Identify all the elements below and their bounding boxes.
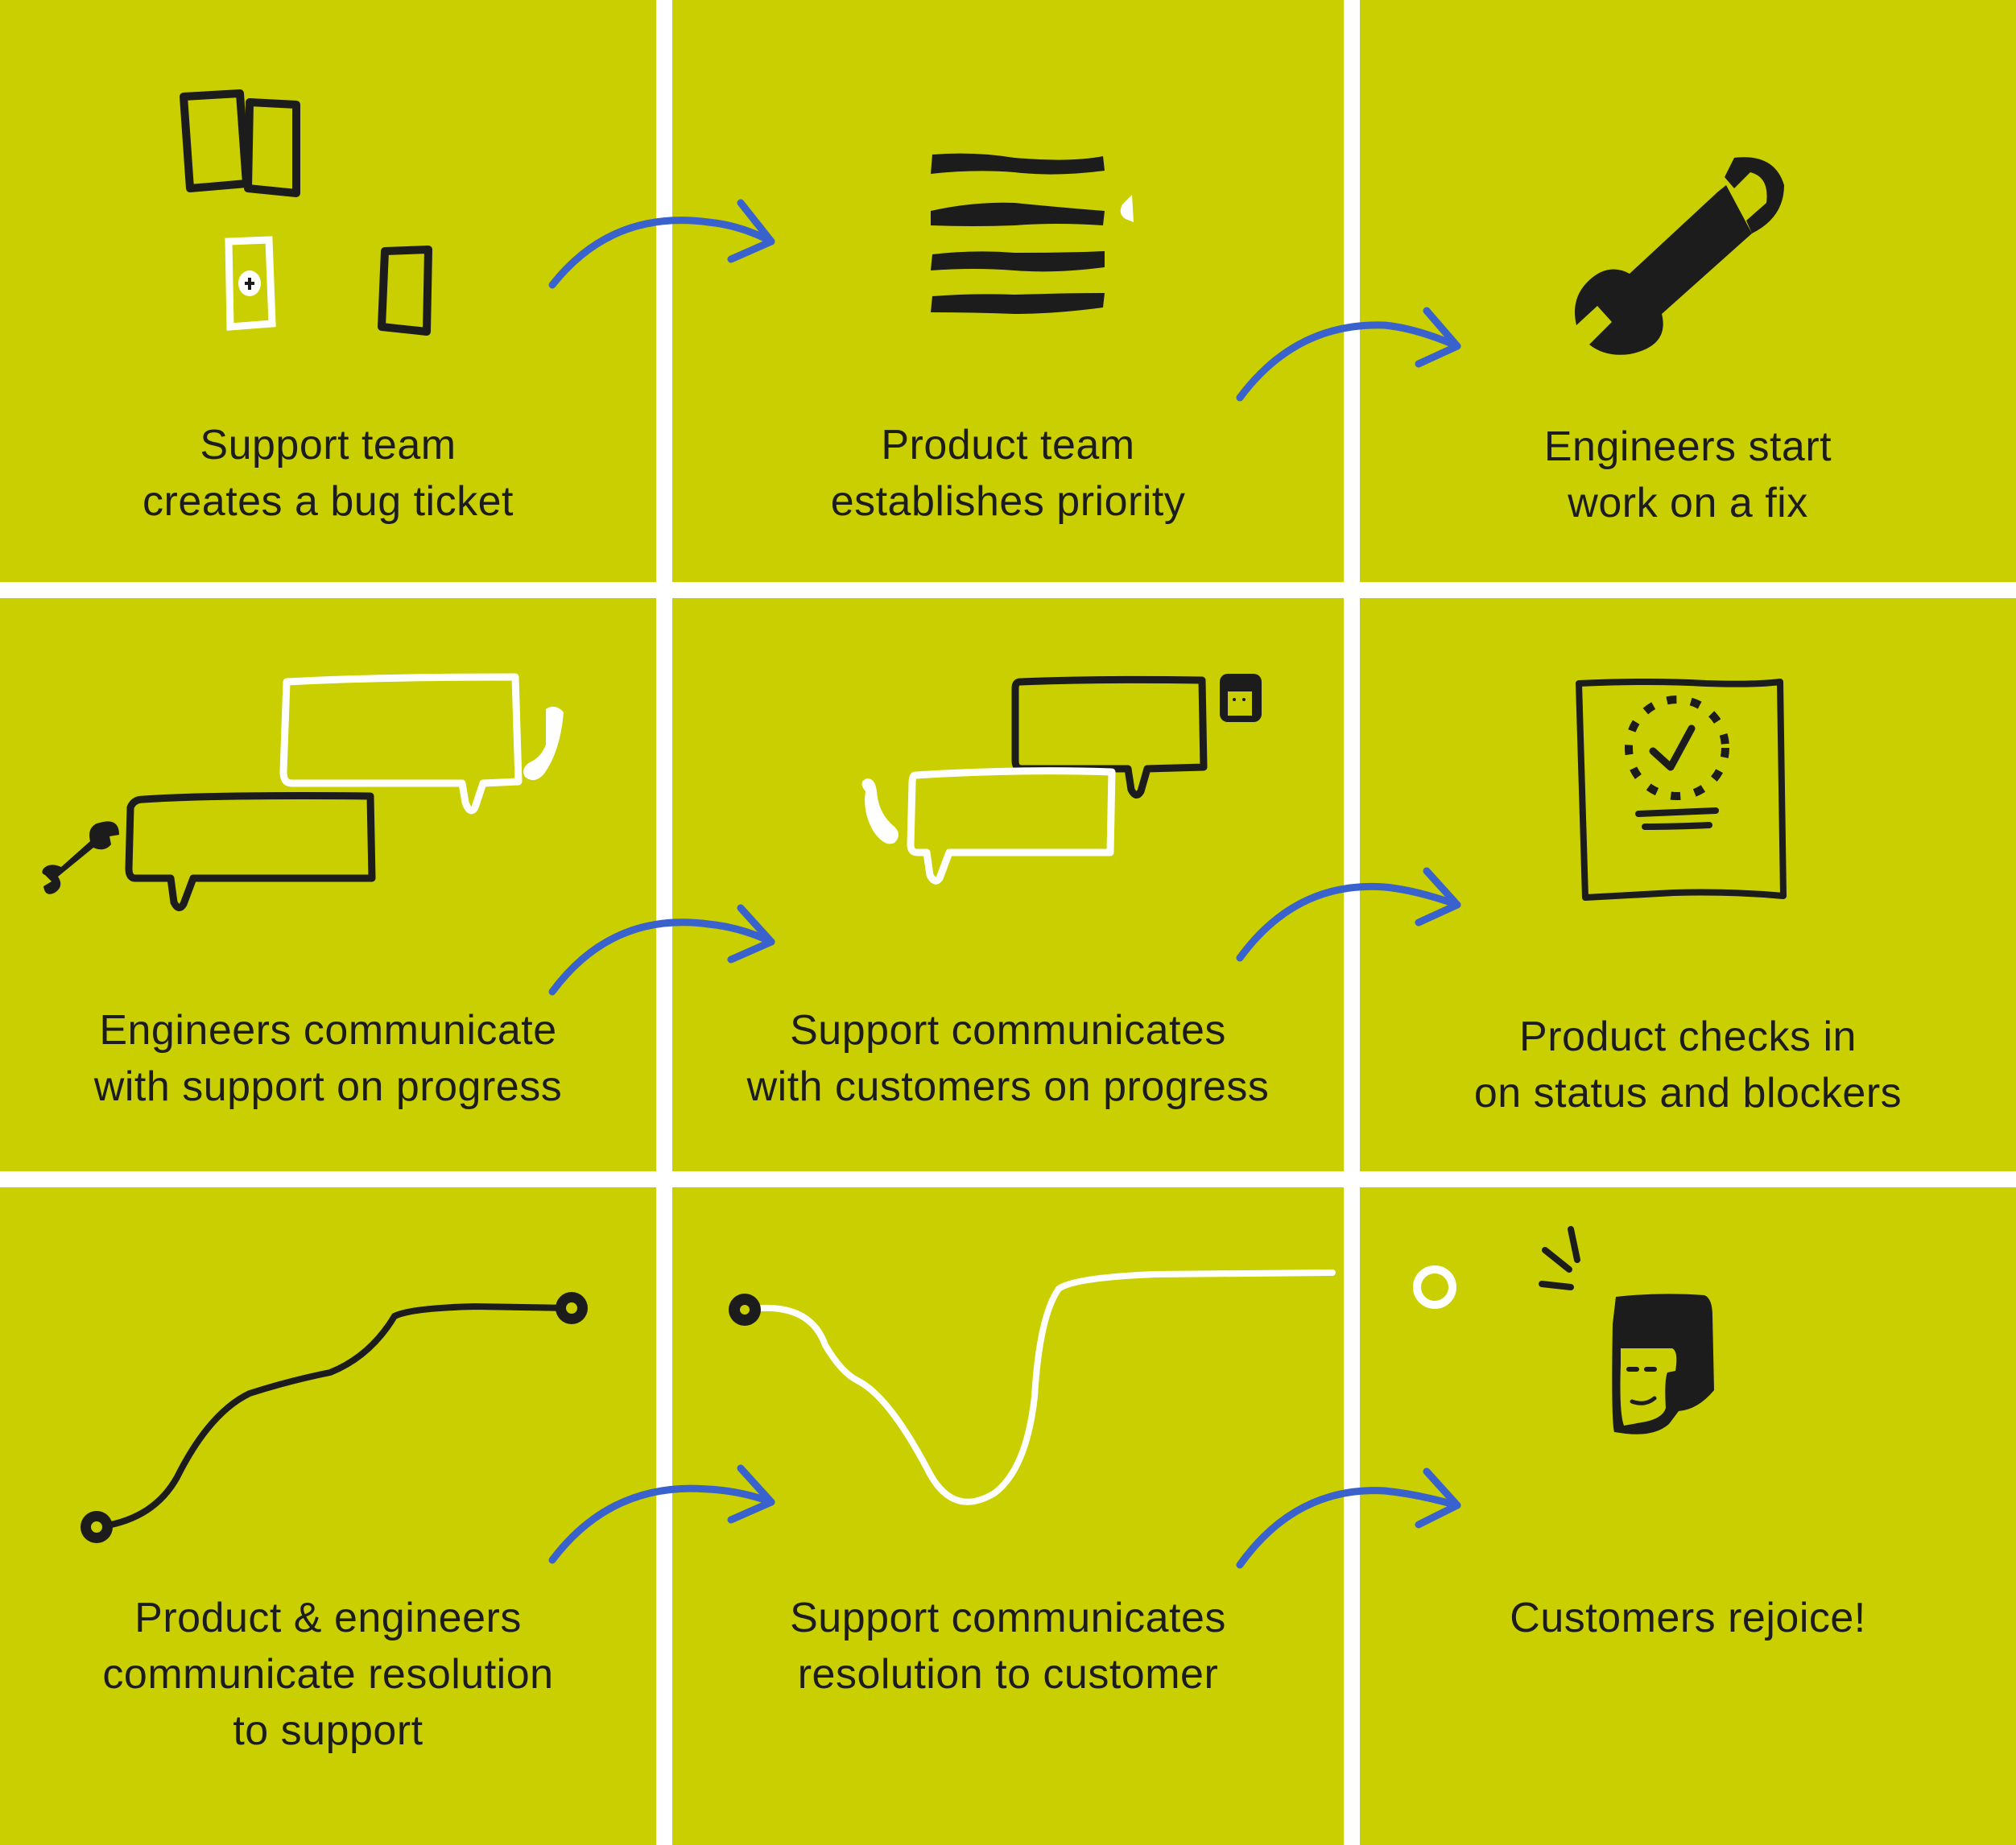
caption-line: Support team — [200, 422, 456, 468]
status-checklist-icon — [1576, 679, 1787, 901]
step-3-caption: Engineers start work on a fix — [1360, 419, 2016, 531]
step-7-cell: Product & engineers communicate resoluti… — [0, 1187, 656, 1845]
caption-line: Product checks in — [1519, 1013, 1857, 1060]
caption-line: to support — [233, 1707, 423, 1754]
step-1-caption: Support team creates a bug ticket — [0, 417, 656, 530]
step-8-caption: Support communicates resolution to custo… — [672, 1590, 1344, 1703]
caption-line: with customers on progress — [746, 1063, 1270, 1110]
bug-ticket-cards-icon — [180, 89, 432, 336]
caption-line: Support communicates — [790, 1595, 1226, 1641]
winding-path-icon — [81, 1292, 588, 1543]
step-1-cell: Support team creates a bug ticket — [0, 0, 656, 582]
caption-line: Engineers communicate — [99, 1007, 557, 1054]
caption-line: Product team — [881, 422, 1135, 468]
caption-line: on status and blockers — [1473, 1070, 1902, 1116]
speech-bubbles-phone-customer-icon — [861, 674, 1262, 885]
step-4-cell: Engineers communicate with support on pr… — [0, 598, 656, 1171]
step-9-caption: Customers rejoice! — [1360, 1590, 2016, 1646]
caption-line: work on a fix — [1568, 480, 1808, 526]
caption-line: Engineers start — [1543, 423, 1832, 470]
step-7-caption: Product & engineers communicate resoluti… — [0, 1590, 656, 1759]
winding-path-white-icon — [729, 1269, 1336, 1505]
caption-line: creates a bug ticket — [143, 478, 514, 525]
wrench-icon — [1575, 157, 1784, 355]
caption-line: establishes priority — [830, 478, 1186, 525]
caption-line: Customers rejoice! — [1510, 1595, 1866, 1641]
step-4-caption: Engineers communicate with support on pr… — [0, 1002, 656, 1115]
step-6-caption: Product checks in on status and blockers — [1360, 1009, 2016, 1121]
step-2-cell: Product team establishes priority — [672, 0, 1344, 582]
step-6-cell: Product checks in on status and blockers — [1360, 598, 2016, 1171]
step-5-cell: Support communicates with customers on p… — [672, 598, 1344, 1171]
speech-bubbles-wrench-phone-icon — [42, 673, 564, 911]
happy-customer-icon — [1539, 1226, 1714, 1434]
step-9-cell: Customers rejoice! — [1360, 1187, 2016, 1845]
step-8-cell: Support communicates resolution to custo… — [672, 1187, 1344, 1845]
caption-line: with support on progress — [93, 1063, 563, 1110]
step-2-caption: Product team establishes priority — [672, 417, 1344, 530]
caption-line: communicate resolution — [102, 1651, 554, 1698]
step-3-cell: Engineers start work on a fix — [1360, 0, 2016, 582]
caption-line: Support communicates — [790, 1007, 1226, 1054]
priority-list-icon — [931, 153, 1134, 314]
step-5-caption: Support communicates with customers on p… — [672, 1002, 1344, 1115]
caption-line: Product & engineers — [134, 1595, 522, 1641]
caption-line: resolution to customer — [797, 1651, 1219, 1698]
